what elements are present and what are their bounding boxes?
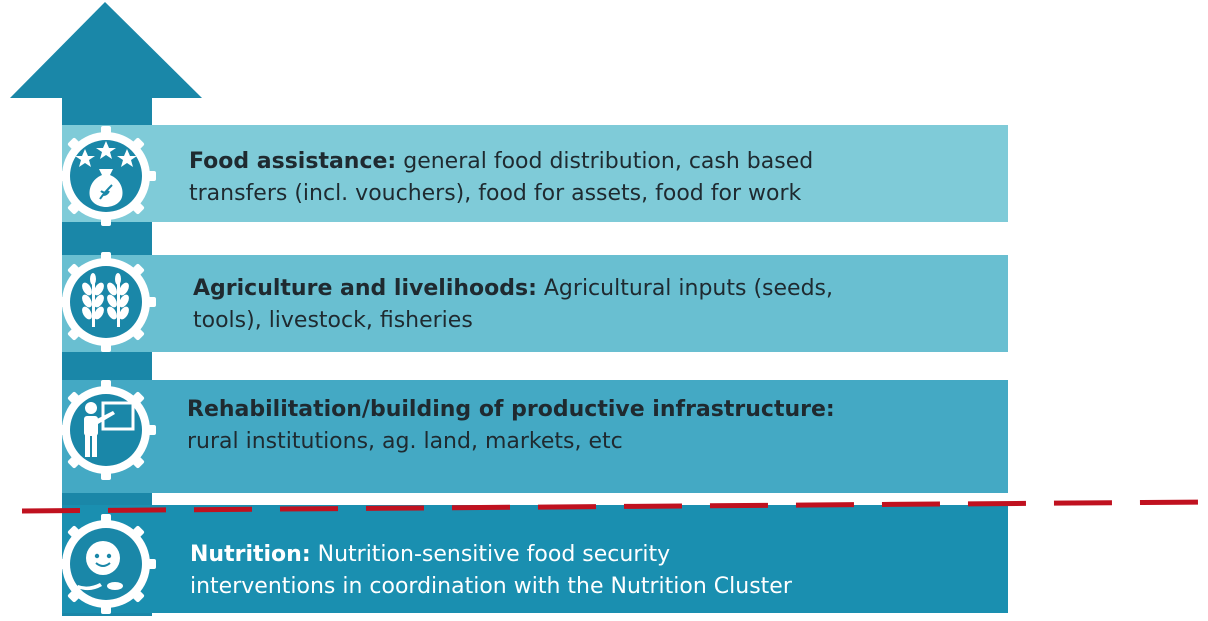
layer-description: interventions in coordination with the N… xyxy=(190,573,792,599)
layer-label: Nutrition: xyxy=(190,542,311,567)
layer-description: transfers (incl. vouchers), food for ass… xyxy=(189,180,802,206)
layer-label: Agriculture and livelihoods: xyxy=(193,276,537,301)
layer-food-assistance: Food assistance: general food distributi… xyxy=(62,125,1008,222)
teacher-board-icon xyxy=(56,380,156,480)
child-face-icon xyxy=(56,514,156,614)
layer-label: Rehabilitation/building of productive in… xyxy=(187,397,835,422)
layer-agriculture-livelihoods: Agriculture and livelihoods: Agricultura… xyxy=(62,255,1008,352)
layer-rehabilitation-infrastructure: Rehabilitation/building of productive in… xyxy=(62,380,1008,493)
layer-description: tools), livestock, fisheries xyxy=(193,307,473,333)
wheat-icon xyxy=(56,252,156,352)
food-sack-icon xyxy=(56,126,156,226)
layer-label: Food assistance: xyxy=(189,149,397,174)
layer-description: rural institutions, ag. land, markets, e… xyxy=(187,428,623,454)
layer-nutrition: Nutrition: Nutrition-sensitive food secu… xyxy=(62,505,1008,613)
layer-description: Agricultural inputs (seeds, xyxy=(536,276,833,301)
layer-description: general food distribution, cash based xyxy=(396,149,814,174)
layer-description: Nutrition-sensitive food security xyxy=(310,542,671,567)
arrow-head xyxy=(10,2,202,98)
